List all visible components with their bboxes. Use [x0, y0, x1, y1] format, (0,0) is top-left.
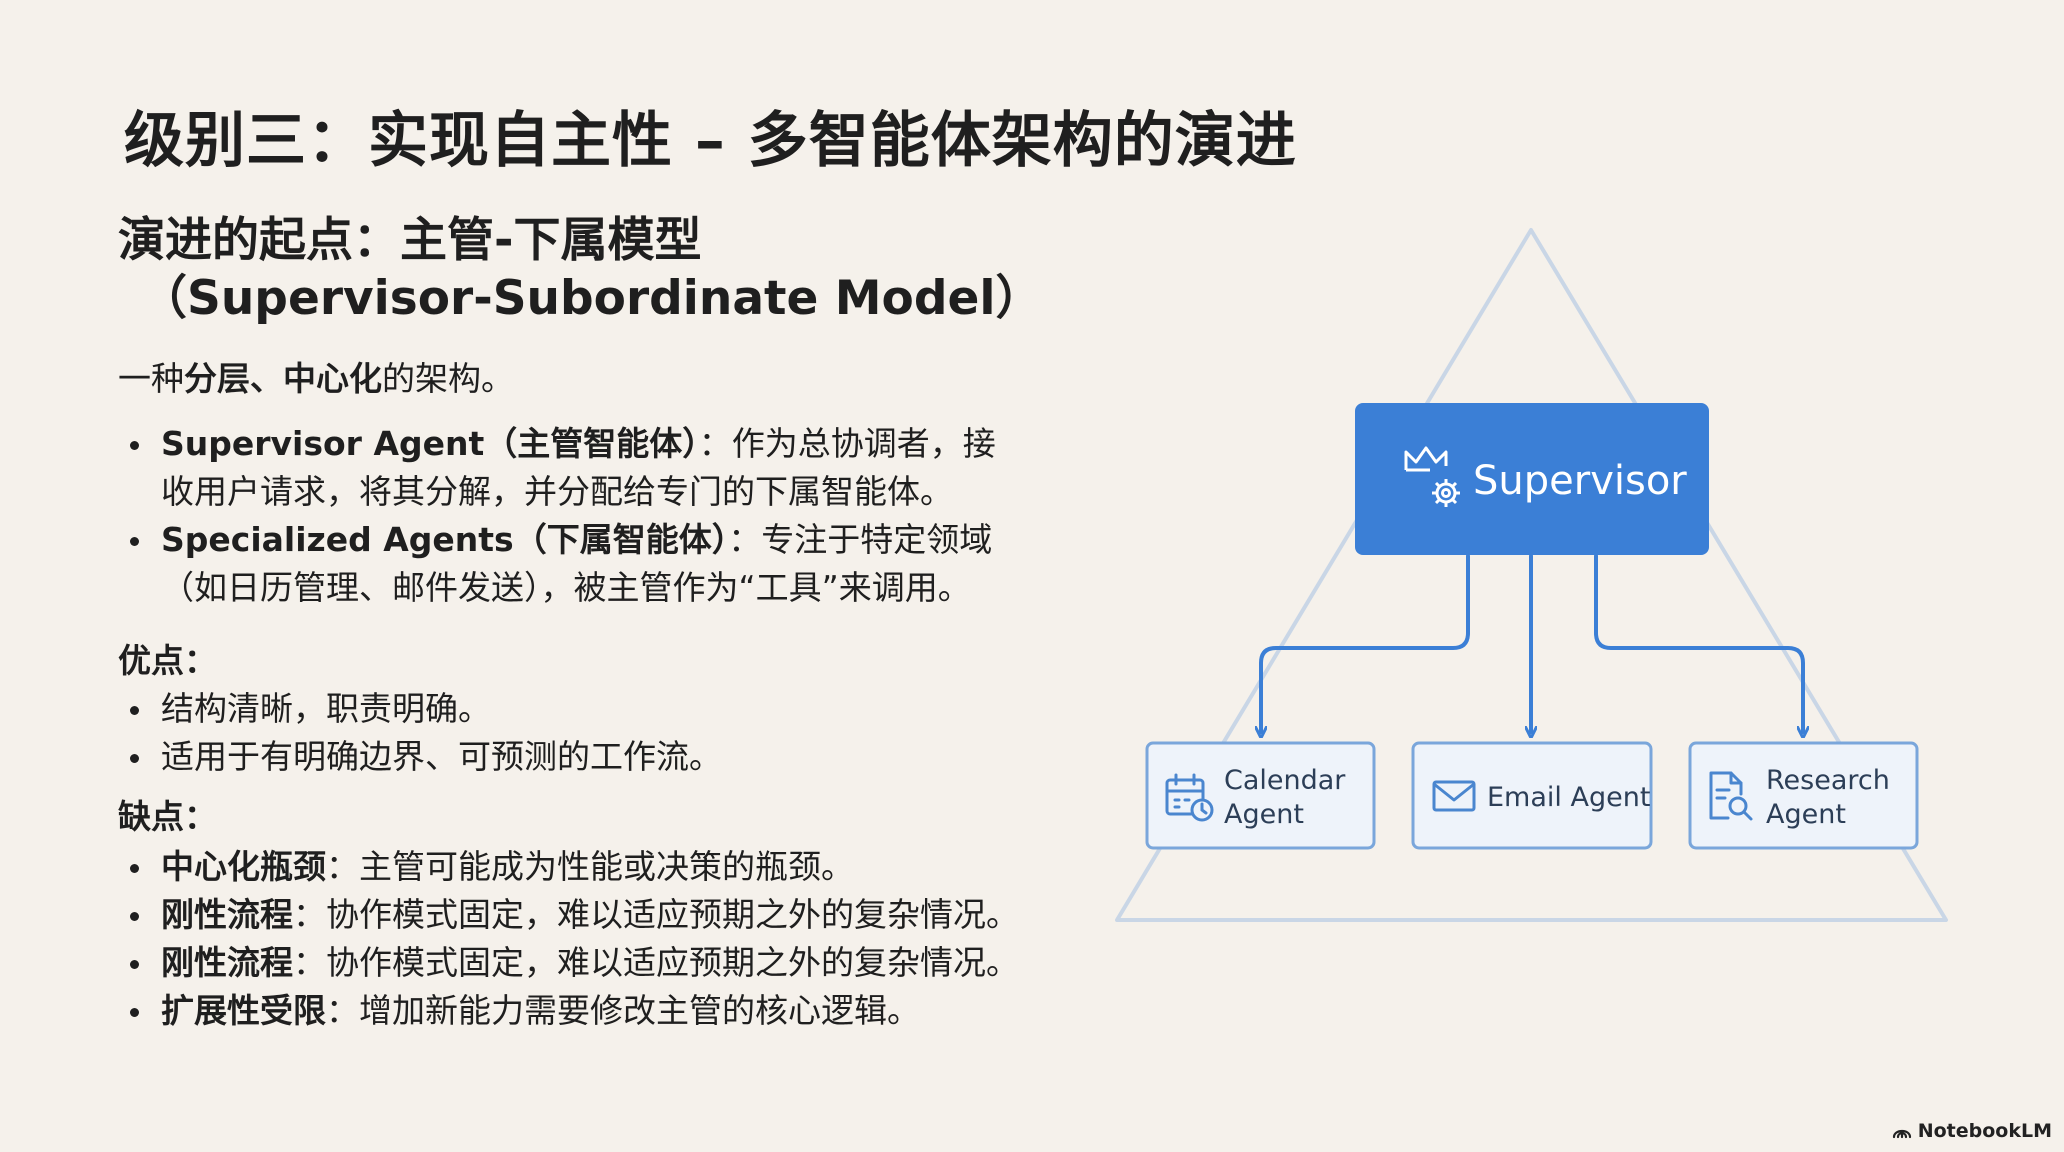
calendar-agent-label-1: Calendar — [1224, 765, 1346, 796]
calendar-clock-icon — [1165, 773, 1214, 822]
cons-item: 刚性流程：协作模式固定，难以适应预期之外的复杂情况。 — [118, 939, 1078, 987]
cons-item: 扩展性受限：增加新能力需要修改主管的核心逻辑。 — [118, 987, 1078, 1035]
cons-term: 刚性流程 — [161, 943, 293, 982]
notebooklm-logo-icon — [1892, 1129, 1911, 1139]
cons-text: ：协作模式固定，难以适应预期之外的复杂情况。 — [293, 895, 1019, 934]
connector-calendar — [1261, 554, 1470, 732]
intro-bold: 分层、中心化 — [184, 359, 382, 398]
cons-heading: 缺点： — [118, 797, 217, 836]
definition-item: Supervisor Agent（主管智能体）：作为总协调者，接收用户请求，将其… — [118, 420, 1018, 516]
cons-term: 中心化瓶颈 — [161, 847, 326, 886]
cons-text: ：协作模式固定，难以适应预期之外的复杂情况。 — [293, 943, 1019, 982]
envelope-icon — [1432, 780, 1476, 812]
definition-term: Supervisor Agent（主管智能体） — [161, 424, 699, 463]
cons-list: 中心化瓶颈：主管可能成为性能或决策的瓶颈。 刚性流程：协作模式固定，难以适应预期… — [118, 843, 1078, 1035]
intro-text: 一种分层、中心化的架构。 — [118, 355, 514, 403]
cons-text: ：增加新能力需要修改主管的核心逻辑。 — [326, 991, 920, 1030]
subtitle-line-1: 演进的起点：主管-下属模型 — [118, 213, 702, 268]
intro-prefix: 一种 — [118, 359, 184, 398]
email-agent-label: Email Agent — [1487, 782, 1650, 813]
subtitle-line-2: （Supervisor-Subordinate Model） — [140, 271, 1043, 326]
slide-title: 级别三：实现自主性 – 多智能体架构的演进 — [124, 106, 1297, 176]
definition-text: ：作为总协调者，接收用户请求，将其分解，并分配给专门的下属智能体。 — [161, 424, 996, 511]
hierarchy-triangle — [1115, 228, 1948, 922]
cons-item: 刚性流程：协作模式固定，难以适应预期之外的复杂情况。 — [118, 891, 1078, 939]
pros-heading: 优点： — [118, 641, 217, 680]
document-search-icon — [1709, 771, 1753, 821]
definitions-list: Supervisor Agent（主管智能体）：作为总协调者，接收用户请求，将其… — [118, 420, 1018, 612]
intro-suffix: 的架构。 — [382, 359, 514, 398]
crown-gear-icon — [1404, 446, 1460, 507]
watermark-text: NotebookLM — [1917, 1120, 2052, 1142]
connector-research — [1594, 554, 1803, 732]
connectors — [1261, 554, 1803, 732]
pros-list: 结构清晰，职责明确。 适用于有明确边界、可预测的工作流。 — [118, 685, 1018, 781]
cons-term: 刚性流程 — [161, 895, 293, 934]
email-agent-box: Email Agent — [1411, 741, 1653, 850]
research-agent-label-1: Research — [1766, 765, 1890, 796]
calendar-agent-label-2: Agent — [1224, 799, 1304, 830]
cons-item: 中心化瓶颈：主管可能成为性能或决策的瓶颈。 — [118, 843, 1078, 891]
section-subtitle: 演进的起点：主管-下属模型 （Supervisor-Subordinate Mo… — [118, 212, 1042, 328]
research-agent-box: Research Agent — [1688, 741, 1919, 850]
supervisor-box: Supervisor — [1355, 403, 1709, 555]
cons-text: ：主管可能成为性能或决策的瓶颈。 — [326, 847, 854, 886]
definition-text: ：专注于特定领域（如日历管理、邮件发送），被主管作为“工具”来调用。 — [161, 520, 993, 607]
definition-item: Specialized Agents（下属智能体）：专注于特定领域（如日历管理、… — [118, 516, 1018, 612]
cons-term: 扩展性受限 — [161, 991, 326, 1030]
pros-item: 结构清晰，职责明确。 — [118, 685, 1018, 733]
research-agent-label-2: Agent — [1766, 799, 1846, 830]
calendar-agent-box: Calendar Agent — [1145, 741, 1376, 850]
notebooklm-watermark: NotebookLM — [1892, 1120, 2052, 1142]
supervisor-label: Supervisor — [1473, 458, 1687, 504]
definition-term: Specialized Agents（下属智能体） — [161, 520, 729, 559]
pros-item: 适用于有明确边界、可预测的工作流。 — [118, 733, 1018, 781]
